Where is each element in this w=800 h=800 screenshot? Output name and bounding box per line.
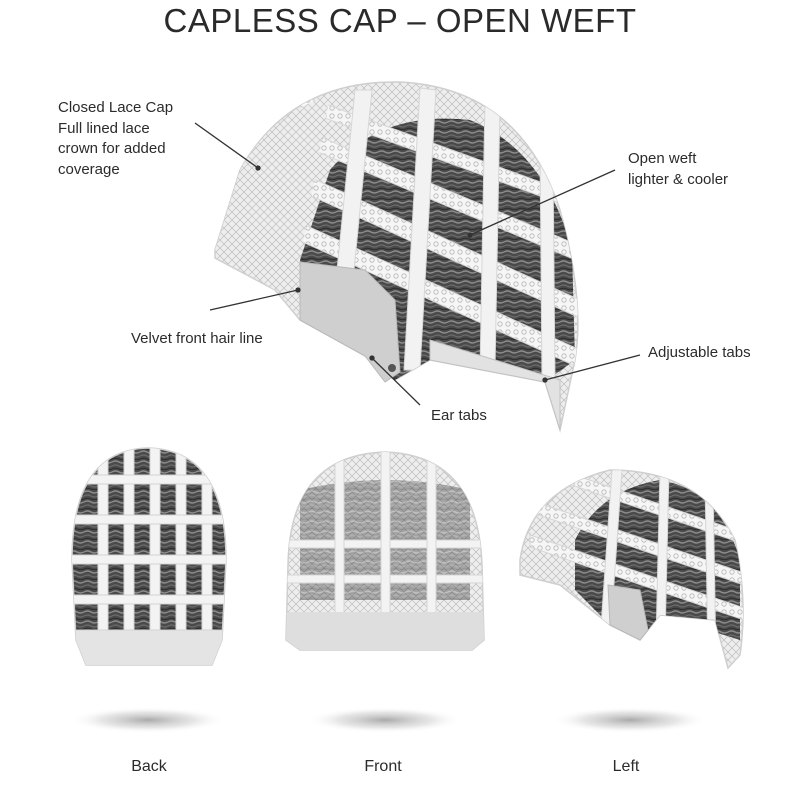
leader-open-weft xyxy=(469,169,616,236)
callout-velvet-front: Velvet front hair line xyxy=(131,330,263,347)
label-left: Left xyxy=(612,758,640,775)
callout-line: Full lined lace xyxy=(58,119,150,137)
callout-closed-lace-cap: Closed Lace Cap Full lined lace crown fo… xyxy=(58,98,173,180)
callout-line: Closed Lace Cap xyxy=(58,99,174,116)
left-shadow xyxy=(552,707,708,733)
callout-line: Open weft xyxy=(628,150,697,167)
callout-ear-tabs: Ear tabs xyxy=(431,407,487,424)
leader-velvet-front xyxy=(209,289,299,311)
front-view-cap xyxy=(285,451,485,651)
callout-open-weft: Open weft lighter & cooler xyxy=(628,149,728,190)
callout-line: coverage xyxy=(58,160,120,178)
leader-adjustable-tabs xyxy=(544,354,641,381)
back-shadow xyxy=(70,707,226,733)
leader-ear-tabs xyxy=(371,357,421,406)
label-back: Back xyxy=(131,758,167,775)
page-title: CAPLESS CAP – OPEN WEFT xyxy=(163,2,637,39)
callout-line: crown for added xyxy=(58,140,166,157)
main-cap xyxy=(214,81,579,433)
back-view-cap xyxy=(71,447,227,666)
callout-adjustable-tabs: Adjustable tabs xyxy=(648,344,751,361)
leader-closed-lace xyxy=(194,122,259,169)
front-shadow xyxy=(307,707,463,733)
callout-line: lighter & cooler xyxy=(628,170,729,188)
label-front: Front xyxy=(364,758,402,775)
left-view-cap xyxy=(519,469,744,670)
